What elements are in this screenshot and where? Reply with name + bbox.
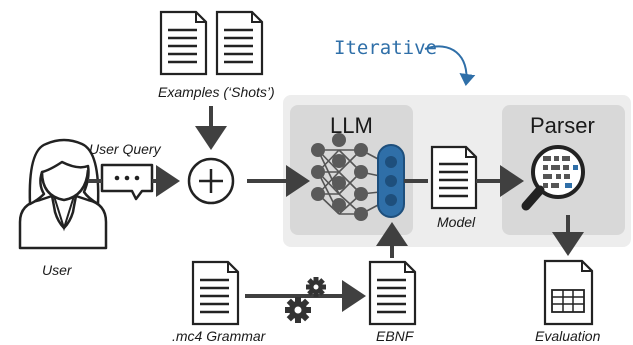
plus-circle-icon — [187, 157, 235, 205]
ebnf-label: EBNF — [376, 328, 414, 344]
user-query-label: User Query — [89, 141, 161, 157]
grammar-document-icon — [191, 260, 240, 326]
gears-icon — [285, 277, 326, 323]
examples-document-icon — [159, 10, 208, 76]
neural-network-icon — [311, 133, 405, 221]
grammar-label: .mc4 Grammar — [172, 328, 266, 344]
user-icon — [18, 138, 108, 250]
parser-title: Parser — [530, 113, 595, 138]
user-label: User — [42, 262, 72, 278]
model-document-icon — [430, 145, 478, 210]
examples-document-icon-2 — [215, 10, 264, 76]
evaluation-label: Evaluation — [535, 328, 601, 344]
iterative-label: Iterative — [334, 37, 437, 59]
examples-label: Examples (‘Shots’) — [158, 84, 275, 100]
chat-bubble-icon — [100, 163, 154, 201]
magnifier-icon — [521, 145, 585, 211]
ebnf-document-icon — [368, 260, 417, 326]
iterative-arrow — [424, 45, 476, 86]
model-label: Model — [437, 214, 476, 230]
llm-title: LLM — [330, 113, 373, 138]
evaluation-document-icon — [543, 259, 594, 326]
